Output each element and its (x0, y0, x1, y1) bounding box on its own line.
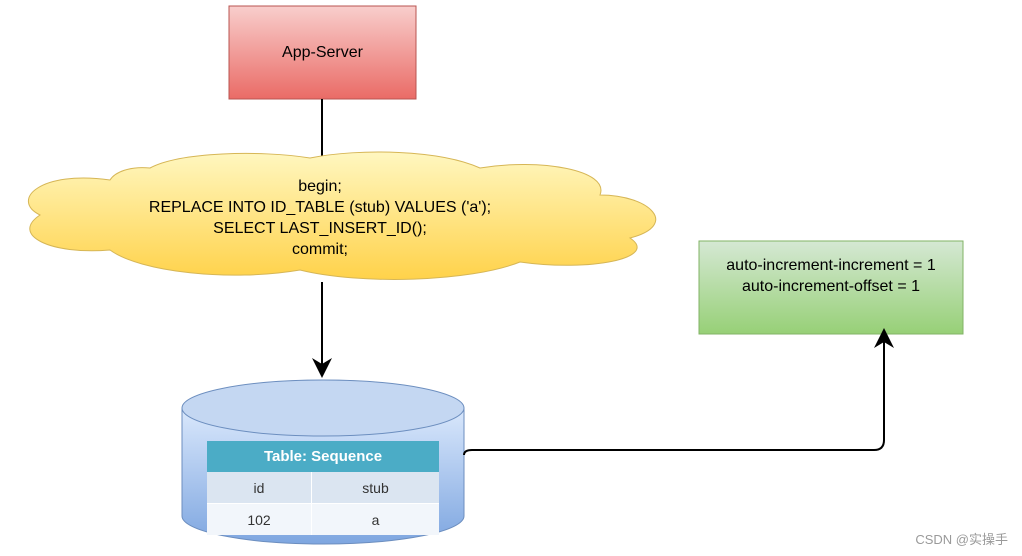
table-header-row: id stub (207, 472, 439, 504)
sequence-table: Table: Sequence id stub 102 a (207, 441, 439, 535)
sql-line-commit: commit; (292, 240, 348, 258)
config-line-increment: auto-increment-increment = 1 (726, 257, 936, 274)
app-server-label: App-Server (229, 6, 416, 99)
cell-id: 102 (207, 503, 312, 535)
connector-db-config (463, 328, 894, 456)
config-box (698, 240, 964, 335)
watermark-text: CSDN @实操手 (915, 532, 1008, 547)
table-row: 102 a (207, 503, 439, 535)
cell-stub: a (311, 503, 439, 535)
config-line-offset: auto-increment-offset = 1 (741, 278, 921, 295)
app-server-text: App-Server (282, 44, 363, 61)
config-label: auto-increment-increment = 1 auto-increm… (699, 241, 963, 311)
sql-cloud-shape (28, 151, 657, 280)
sql-line-begin: begin; (298, 177, 342, 195)
column-header-stub: stub (311, 472, 439, 504)
table-title: Table: Sequence (207, 441, 439, 472)
column-header-id: id (207, 472, 312, 504)
app-server-box (228, 5, 417, 100)
sql-line-select: SELECT LAST_INSERT_ID(); (213, 219, 427, 237)
database-cylinder-top (181, 379, 465, 437)
sql-line-replace: REPLACE INTO ID_TABLE (stub) VALUES ('a'… (148, 198, 492, 216)
sql-cloud-label: begin; REPLACE INTO ID_TABLE (stub) VALU… (40, 170, 600, 265)
